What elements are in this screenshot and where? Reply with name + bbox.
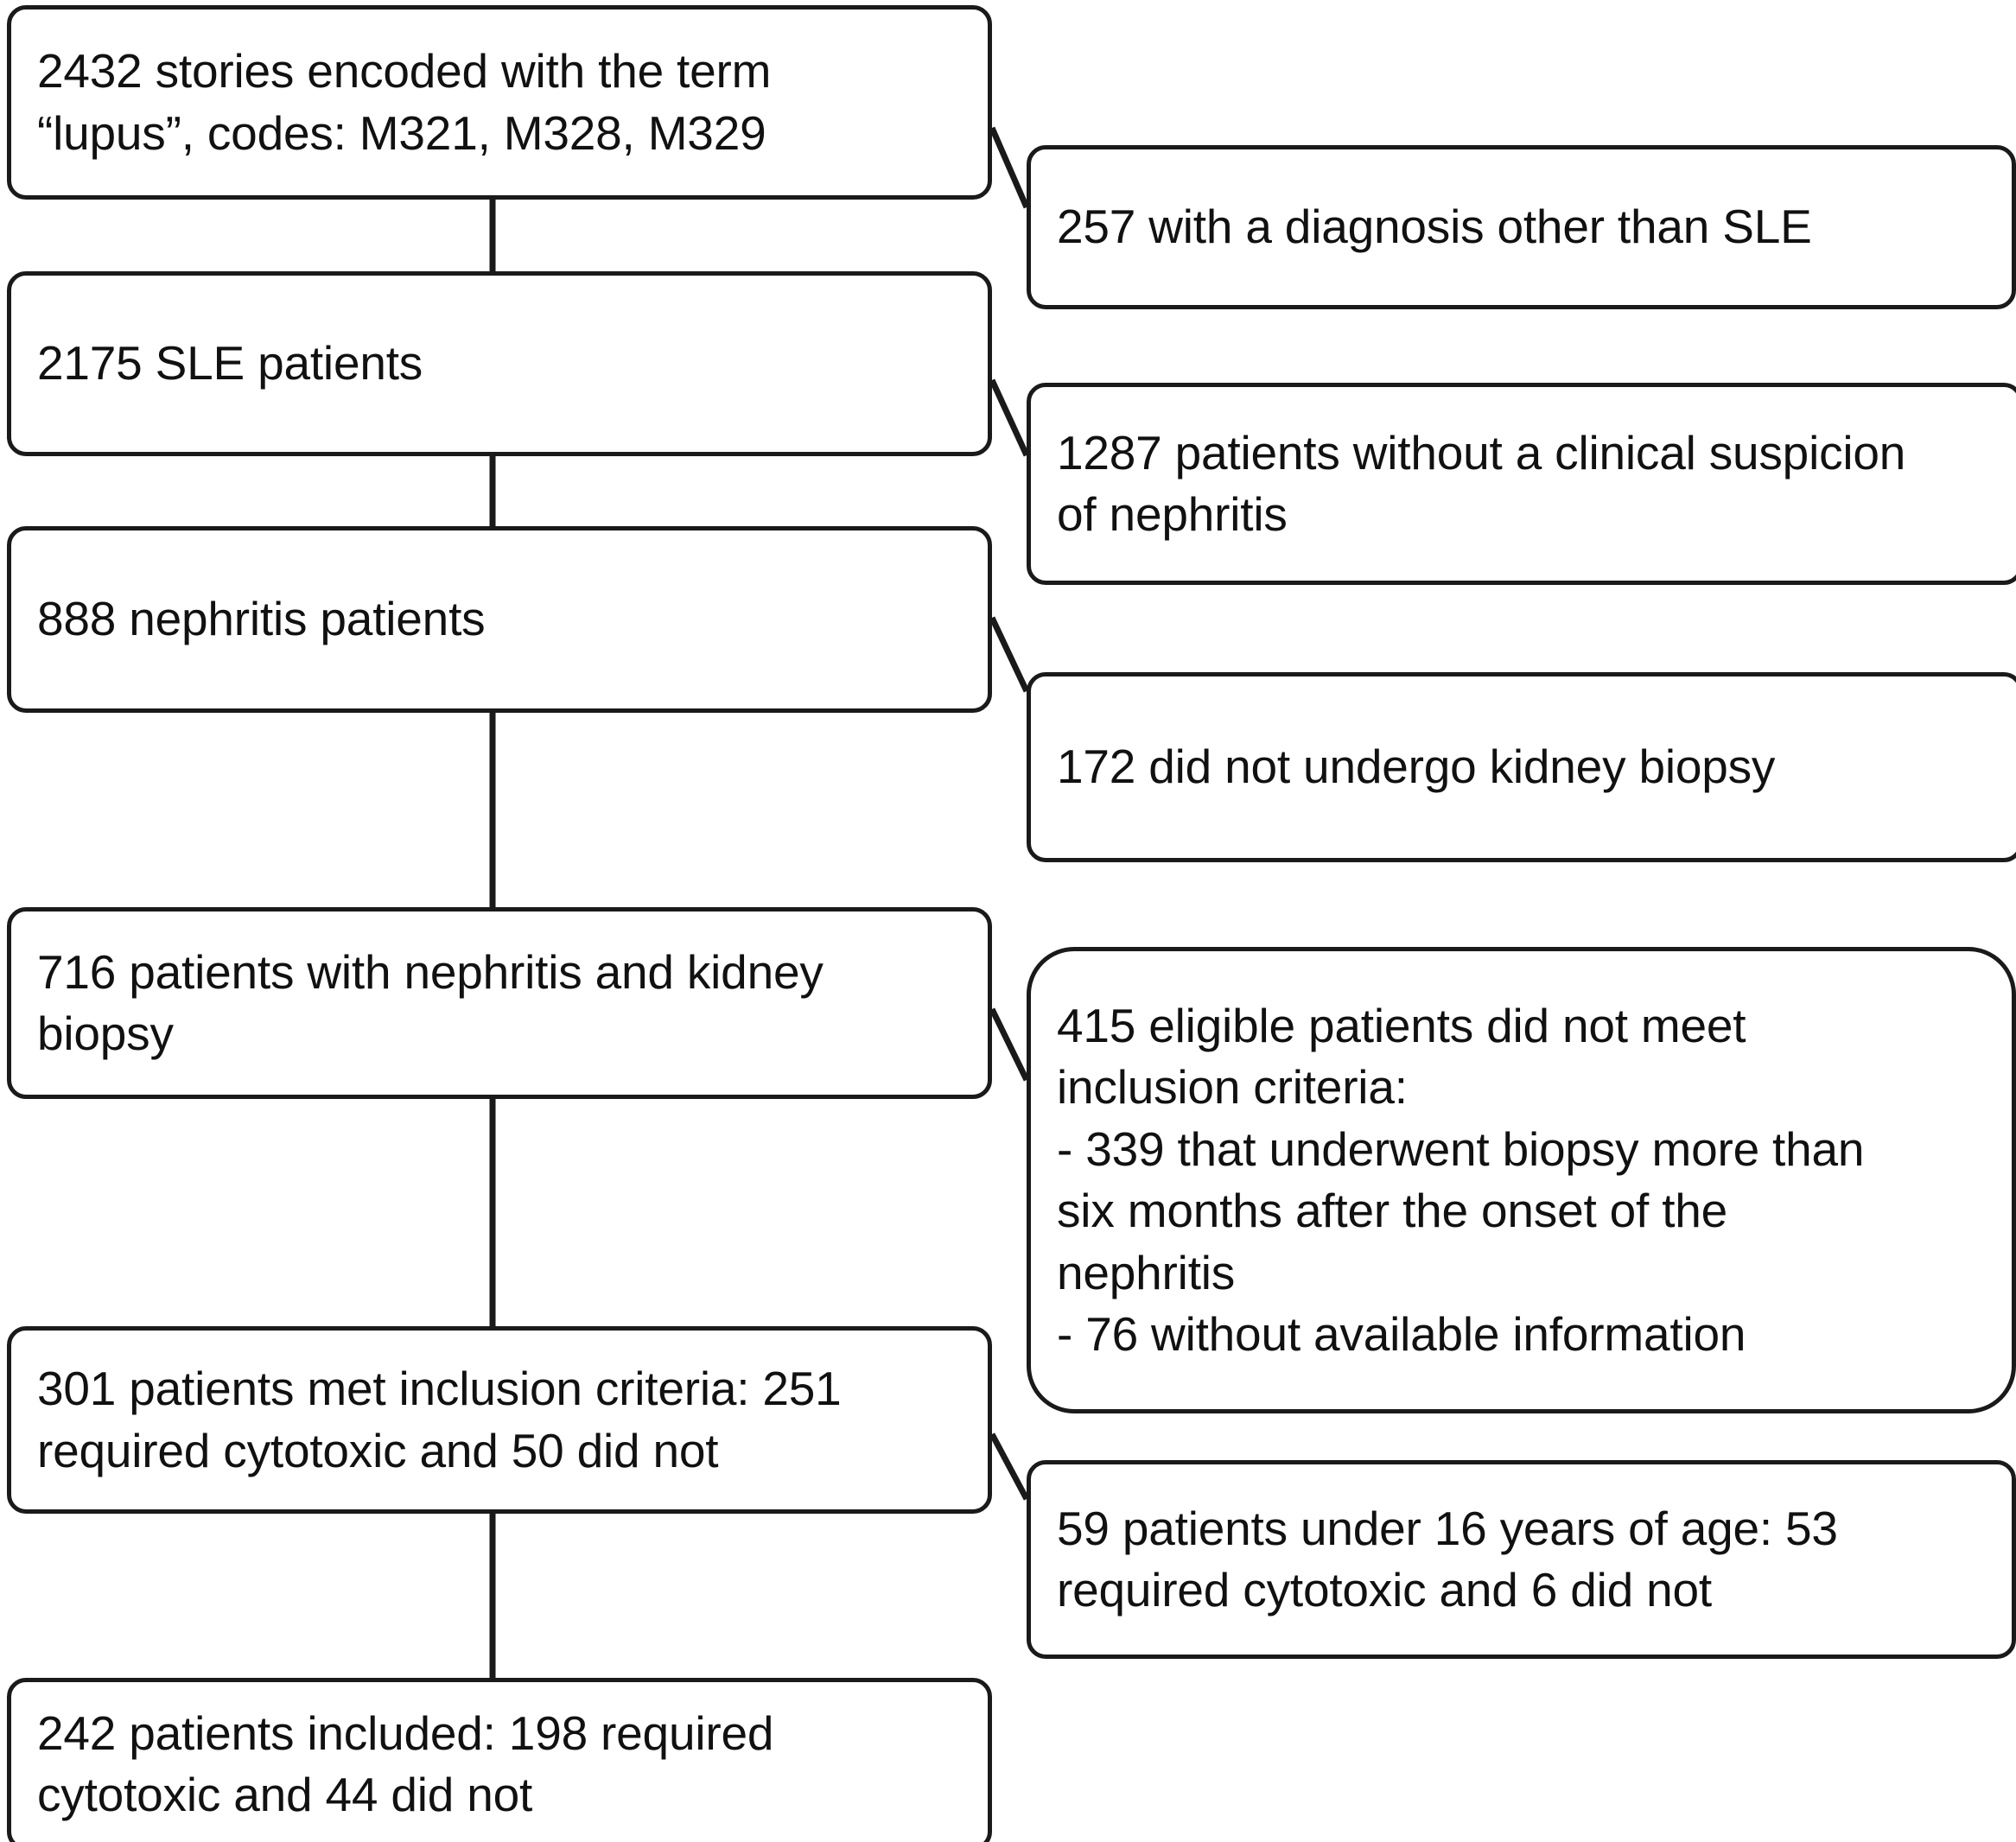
node-nephritis-patients: 888 nephritis patients — [7, 526, 992, 713]
node-excluded-other-diagnosis-label: 257 with a diagnosis other than SLE — [1057, 200, 1812, 254]
node-patients-included: 242 patients included: 198 required cyto… — [7, 1678, 992, 1842]
node-met-inclusion-criteria: 301 patients met inclusion criteria: 251… — [7, 1326, 992, 1514]
node-nephritis-patients-label: 888 nephritis patients — [37, 592, 486, 646]
node-excluded-inclusion-criteria: 415 eligible patients did not meet inclu… — [1027, 947, 2016, 1413]
connector-n2-e2 — [989, 378, 1030, 457]
node-encoded-stories: 2432 stories encoded with the term “lupu… — [7, 5, 992, 200]
node-patients-included-label: 242 patients included: 198 required cyto… — [37, 1705, 774, 1822]
connector-n1-e1 — [989, 126, 1030, 209]
node-sle-patients: 2175 SLE patients — [7, 271, 992, 456]
node-sle-patients-label: 2175 SLE patients — [37, 336, 423, 391]
node-excluded-no-biopsy-label: 172 did not undergo kidney biopsy — [1057, 740, 1776, 794]
node-nephritis-and-biopsy: 716 patients with nephritis and kidney b… — [7, 907, 992, 1099]
node-excluded-no-nephritis-suspicion-label: 1287 patients without a clinical suspici… — [1057, 425, 1906, 542]
connector-n4-e4 — [989, 1007, 1030, 1082]
node-excluded-other-diagnosis: 257 with a diagnosis other than SLE — [1027, 145, 2016, 309]
node-excluded-under-16: 59 patients under 16 years of age: 53 re… — [1027, 1460, 2016, 1659]
connector-n5-e5 — [989, 1432, 1030, 1501]
connector-n3-e3 — [989, 616, 1030, 693]
node-excluded-no-biopsy: 172 did not undergo kidney biopsy — [1027, 672, 2016, 862]
node-nephritis-and-biopsy-label: 716 patients with nephritis and kidney b… — [37, 944, 824, 1061]
node-excluded-inclusion-criteria-label: 415 eligible patients did not meet inclu… — [1057, 998, 1865, 1362]
node-encoded-stories-label: 2432 stories encoded with the term “lupu… — [37, 44, 772, 160]
node-excluded-under-16-label: 59 patients under 16 years of age: 53 re… — [1057, 1501, 1838, 1617]
node-met-inclusion-criteria-label: 301 patients met inclusion criteria: 251… — [37, 1362, 842, 1477]
node-excluded-no-nephritis-suspicion: 1287 patients without a clinical suspici… — [1027, 383, 2016, 585]
